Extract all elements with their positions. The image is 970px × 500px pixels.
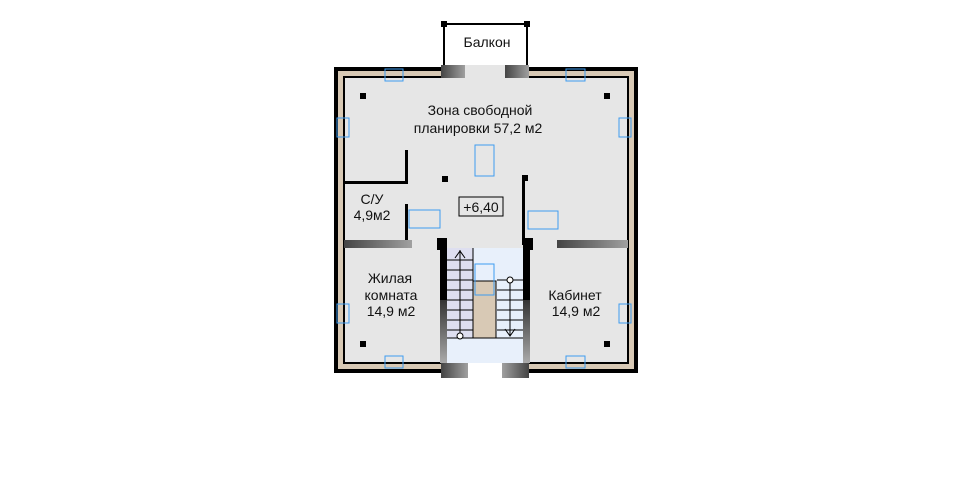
level-mark-box [458, 196, 504, 217]
bathroom-label-line2: 4,9м2 [354, 207, 391, 223]
living-room-label-line2: комната [365, 287, 418, 303]
columns [360, 93, 610, 347]
wall-segment [505, 65, 529, 78]
staircase [437, 238, 533, 378]
interior-walls [344, 150, 628, 248]
living-room-label-line1: Жилая [368, 270, 412, 286]
bathroom-label-line1: С/У [361, 191, 384, 207]
balcony-label: Балкон [464, 34, 511, 50]
level-mark: +6,40 [463, 199, 499, 215]
open-zone-label-line2: планировки 57,2 м2 [414, 120, 543, 136]
study-label-line1: Кабинет [548, 287, 602, 303]
study-label-line2: 14,9 м2 [552, 303, 601, 319]
living-room-label-line3: 14,9 м2 [367, 303, 416, 319]
balcony: Балкон [441, 21, 530, 67]
wall-segment [441, 65, 465, 78]
windows [336, 68, 632, 369]
open-zone-label-line1: Зона свободной [428, 102, 533, 118]
